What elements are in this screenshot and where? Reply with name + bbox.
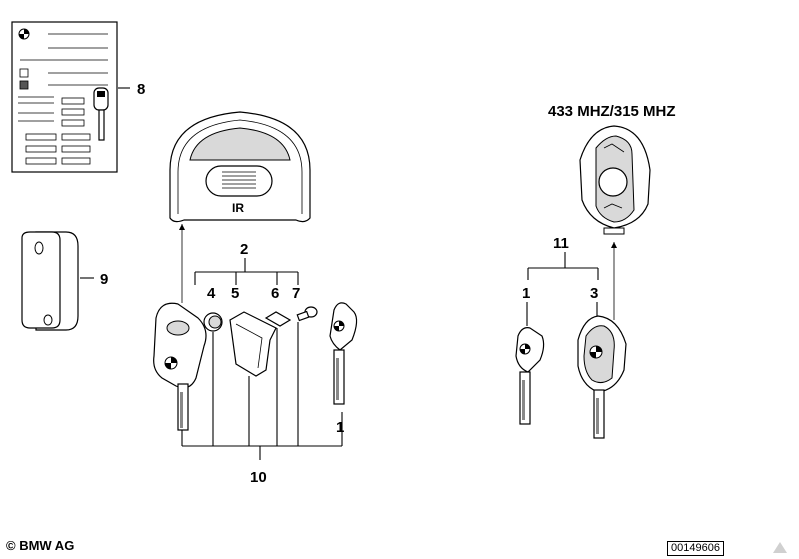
label-7: 7: [292, 285, 300, 302]
label-11: 11: [553, 235, 569, 252]
contact-plate: [264, 311, 292, 327]
label-9: 9: [100, 271, 108, 288]
document-number: 00149606: [667, 541, 724, 556]
copyright-text: © BMW AG: [6, 538, 75, 553]
key-pouch: [21, 231, 79, 331]
remote-key-housing: [579, 125, 651, 235]
label-3: 3: [590, 285, 598, 302]
label-8: 8: [137, 81, 145, 98]
remote-arrow-head: [611, 242, 617, 248]
label-1-right: 1: [522, 285, 530, 302]
ir-key-housing: IR: [169, 111, 311, 223]
corner-triangle-icon: [773, 542, 787, 553]
small-key-left: [329, 302, 358, 405]
label-10: 10: [250, 469, 267, 486]
label-6: 6: [271, 285, 279, 302]
housing-arrow-head: [179, 224, 185, 230]
retaining-pin: [296, 306, 318, 322]
ir-window-grille: [222, 171, 256, 189]
label-4: 4: [207, 285, 216, 302]
label-5: 5: [231, 285, 239, 302]
remote-key: [577, 315, 627, 439]
ir-master-key: [153, 302, 207, 431]
button-cap: [203, 312, 223, 332]
label-2: 2: [240, 241, 248, 258]
ir-text: IR: [232, 201, 244, 215]
instruction-card: [11, 21, 118, 173]
battery-clip: [229, 311, 277, 377]
small-key-right: [515, 327, 545, 425]
frequency-label: 433 MHZ/315 MHZ: [548, 103, 676, 120]
label-1-left: 1: [336, 419, 344, 436]
